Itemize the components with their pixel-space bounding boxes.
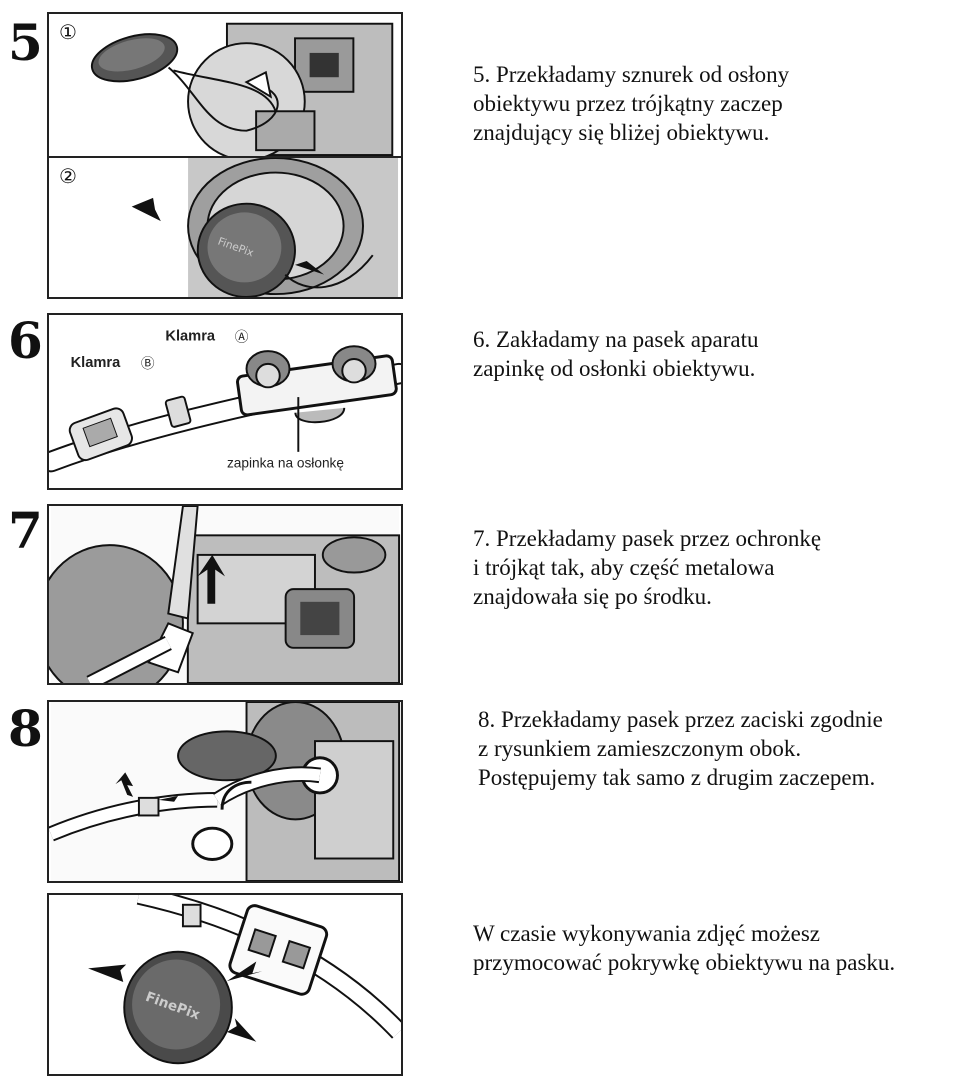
text-line: W czasie wykonywania zdjęć możesz	[473, 921, 820, 946]
sub-label-1: ①	[59, 20, 77, 44]
text-line: i trójkąt tak, aby część metalowa	[473, 555, 775, 580]
text-line: znajdowała się po środku.	[473, 584, 712, 609]
text-line: zapinkę od osłonki obiektywu.	[473, 356, 756, 381]
step-7-text: 7. Przekładamy pasek przez ochronkę i tr…	[473, 524, 958, 611]
step-6-text: 6. Zakładamy na pasek aparatu zapinkę od…	[473, 325, 958, 383]
text-line: 6. Zakładamy na pasek aparatu	[473, 327, 759, 352]
step-6-illustration: Klamra Ⓐ Klamra Ⓑ zapinka na osłonkę	[47, 313, 403, 490]
label-mark-a: Ⓐ	[235, 329, 249, 344]
step-number-8: 8	[8, 699, 43, 758]
lens-cap-attach-illustration: FinePix	[131, 158, 399, 297]
text-line: 7. Przekładamy pasek przez ochronkę	[473, 526, 822, 551]
step-number-6: 6	[8, 311, 43, 370]
camera-lens-cap-string-illustration	[90, 22, 394, 156]
text-line: 8. Przekładamy pasek przez zaciski zgodn…	[478, 707, 883, 732]
final-note-text: W czasie wykonywania zdjęć możesz przymo…	[473, 919, 958, 977]
step-number-7: 7	[8, 501, 43, 560]
text-line: 5. Przekładamy sznurek od osłony	[473, 62, 790, 87]
strap-clamps-illustration	[49, 702, 401, 881]
strap-through-loop-illustration	[49, 506, 401, 683]
label-klamra-a: Klamra	[165, 328, 216, 344]
strap-clip-illustration: Klamra Ⓐ Klamra Ⓑ zapinka na osłonkę	[49, 328, 401, 473]
text-line: przymocować pokrywkę obiektywu na pasku.	[473, 950, 896, 975]
sub-label-2: ②	[59, 164, 77, 188]
step-8-illustration	[47, 700, 403, 883]
label-mark-b: Ⓑ	[141, 356, 155, 371]
step-7-illustration	[47, 504, 403, 685]
step-5-illustration-1: ①	[47, 12, 403, 158]
label-klamra-b: Klamra	[71, 355, 122, 371]
step-number-5: 5	[8, 13, 43, 72]
step-5-text: 5. Przekładamy sznurek od osłony obiekty…	[473, 60, 958, 147]
text-line: z rysunkiem zamieszczonym obok.	[478, 736, 802, 761]
text-line: znajdujący się bliżej obiektywu.	[473, 120, 770, 145]
step-8-text: 8. Przekładamy pasek przez zaciski zgodn…	[478, 705, 960, 792]
cap-mounted-on-strap-illustration: FinePix	[88, 895, 401, 1065]
lens-cap-on-strap-illustration: FinePix	[47, 893, 403, 1076]
step-5-illustration-2: FinePix ②	[47, 156, 403, 299]
text-line: Postępujemy tak samo z drugim zaczepem.	[478, 765, 876, 790]
label-zapinka: zapinka na osłonkę	[227, 455, 344, 470]
text-line: obiektywu przez trójkątny zaczep	[473, 91, 783, 116]
